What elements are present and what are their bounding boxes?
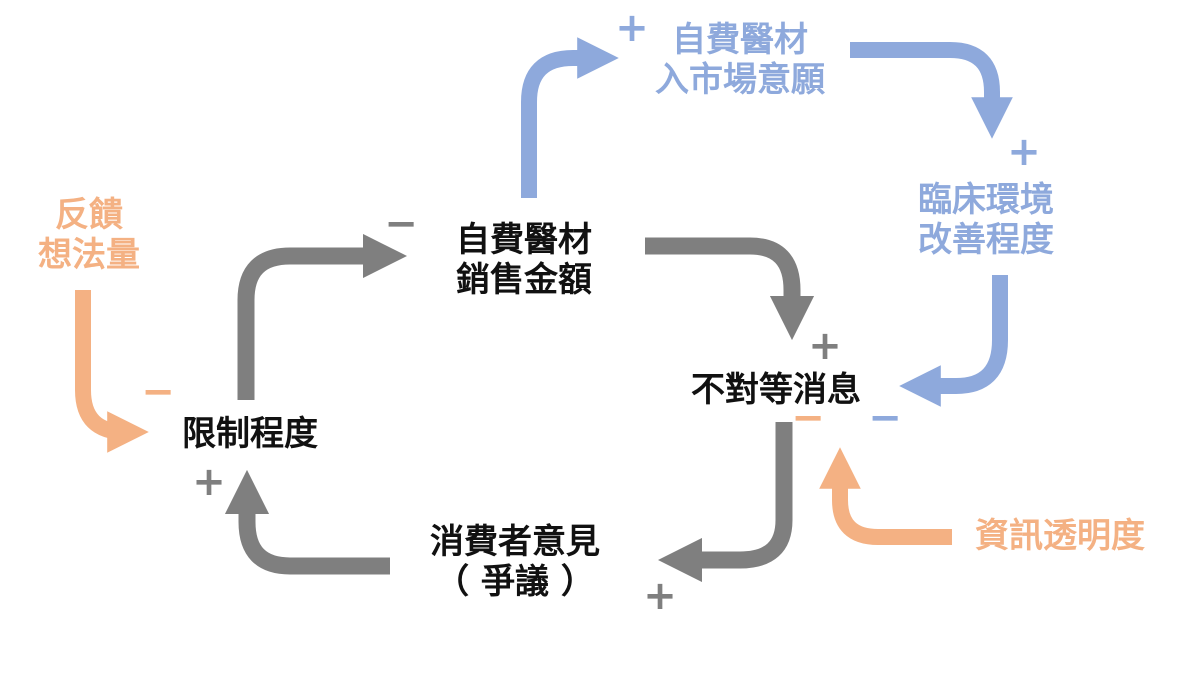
sign-minus-feedback-link: − [141,369,175,415]
sign-plus-clinical: + [1007,129,1041,175]
node-clinical-env-line2: 改善程度 [918,220,1054,260]
node-sales-amount-line1: 自費醫材 [456,220,592,260]
sign-plus-opinion: + [643,573,677,619]
arrow-clinical-to-asymmetry [899,275,1008,407]
node-feedback-line1: 反饋 [55,195,123,235]
sign-plus-restriction: + [192,459,226,505]
arrow-opinion-to-restriction [224,469,390,575]
node-consumer-opinion: 消費者意見 （ 爭議 ） [400,522,630,602]
node-market-entry: 自費醫材 入市場意願 [630,20,850,100]
node-asymmetry: 不對等消息 [666,370,886,410]
node-feedback-line2: 想法量 [38,235,140,275]
node-transparency: 資訊透明度 [955,516,1165,556]
sign-plus-market-entry: + [615,5,649,51]
sign-plus-asymmetry: + [808,323,842,369]
arrow-sales-to-market-entry [521,37,619,198]
node-sales-amount-line2: 銷售金額 [456,260,592,300]
node-feedback: 反饋 想法量 [14,195,164,275]
arrow-sales-to-asymmetry [645,237,815,341]
node-clinical-env: 臨床環境 改善程度 [886,180,1086,260]
node-consumer-opinion-line1: 消費者意見 [430,522,600,562]
node-clinical-env-line1: 臨床環境 [918,180,1054,220]
node-sales-amount: 自費醫材 銷售金額 [424,220,624,300]
arrow-transparency-to-asymmetry [819,447,952,545]
node-consumer-opinion-line2: （ 爭議 ） [435,562,595,602]
arrow-asymmetry-to-opinion [657,422,793,583]
node-restriction-line1: 限制程度 [182,414,318,454]
sign-minus-transparency-link: − [791,395,825,441]
node-market-entry-line2: 入市場意願 [655,60,825,100]
arrow-market-entry-to-clinical [850,42,1013,139]
node-asymmetry-line1: 不對等消息 [691,370,861,410]
sign-minus-clinical-link: − [868,395,902,441]
arrow-feedback-to-restriction [75,290,149,453]
node-transparency-line1: 資訊透明度 [975,516,1145,556]
node-restriction: 限制程度 [155,414,345,454]
node-market-entry-line1: 自費醫材 [672,20,808,60]
sign-minus-sales: − [384,201,418,247]
arrow-restriction-to-sales [237,233,408,400]
